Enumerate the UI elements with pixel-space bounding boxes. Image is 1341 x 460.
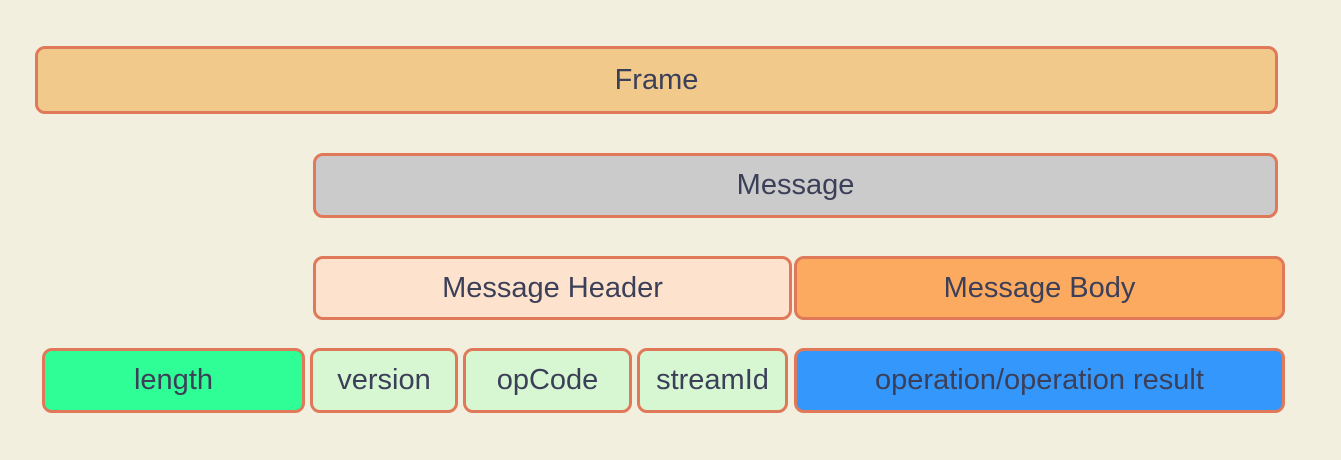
- message-label: Message: [736, 169, 855, 201]
- message-box: Message: [313, 153, 1278, 218]
- operation-field-label: operation/operation result: [875, 364, 1204, 396]
- message-header-label: Message Header: [442, 271, 663, 304]
- opcode-field-label: opCode: [496, 364, 599, 396]
- message-body-box: Message Body: [794, 256, 1285, 320]
- message-header-box: Message Header: [313, 256, 792, 320]
- length-field-label: length: [133, 364, 213, 396]
- frame-label: Frame: [614, 63, 699, 96]
- streamid-field-label: streamId: [656, 364, 769, 396]
- version-field-label: version: [337, 364, 431, 396]
- streamid-field-box: streamId: [637, 348, 788, 413]
- opcode-field-box: opCode: [463, 348, 632, 413]
- message-body-label: Message Body: [943, 271, 1136, 304]
- operation-field-box: operation/operation result: [794, 348, 1285, 413]
- length-field-box: length: [42, 348, 305, 413]
- frame-box: Frame: [35, 46, 1278, 114]
- version-field-box: version: [310, 348, 458, 413]
